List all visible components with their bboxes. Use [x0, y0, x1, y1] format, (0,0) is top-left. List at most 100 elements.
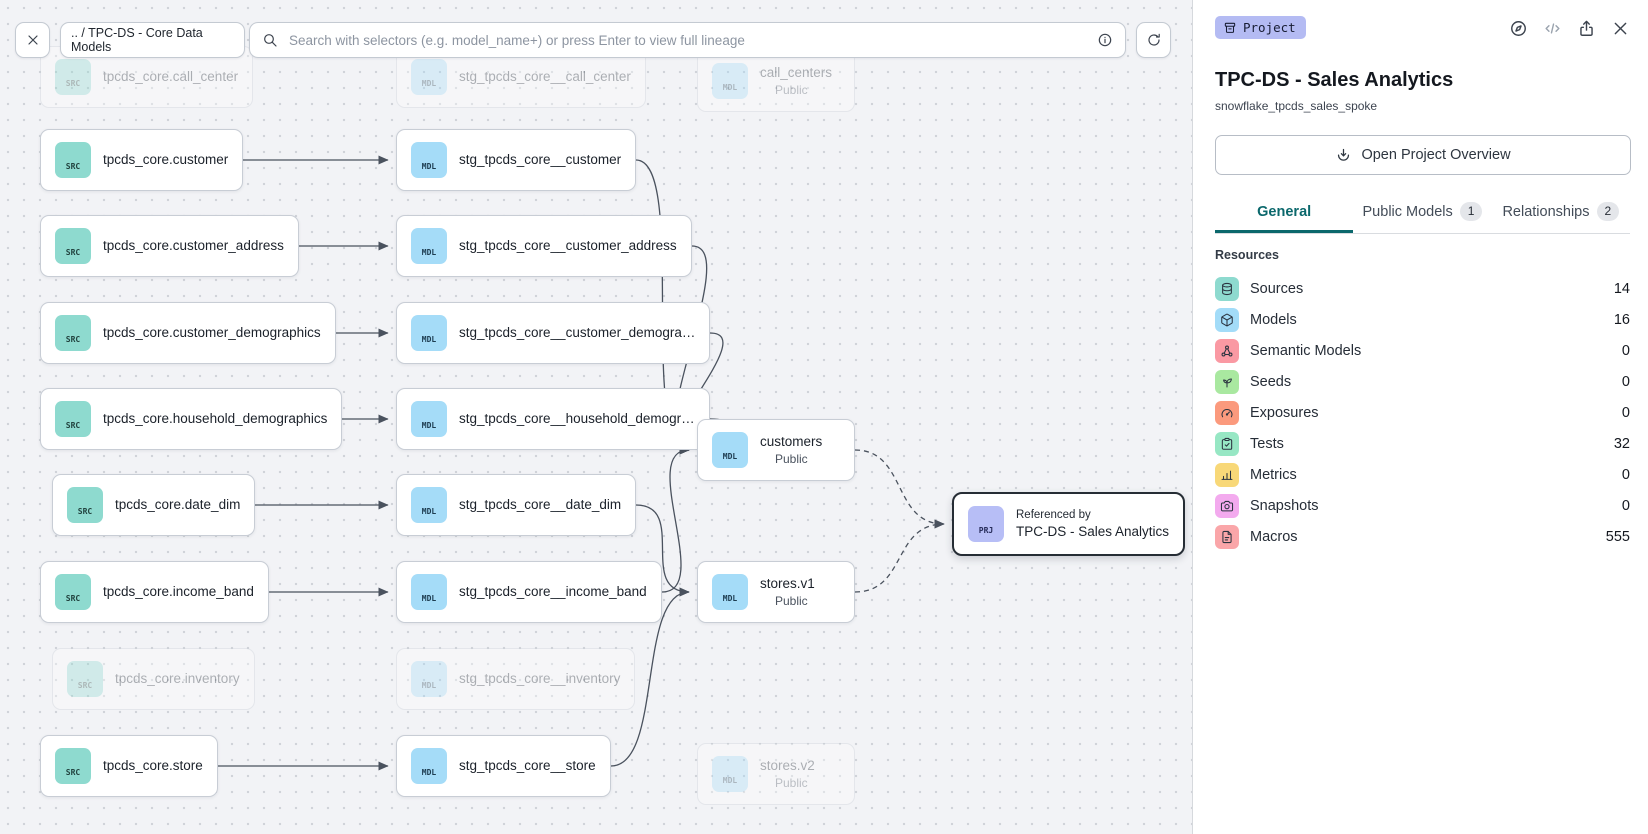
mdl-badge: MDL: [411, 487, 447, 523]
node-access-label: Public: [760, 594, 815, 608]
mdl-badge: MDL: [411, 228, 447, 264]
tab-general[interactable]: General: [1215, 193, 1354, 233]
bar-chart-resource-icon: [1215, 462, 1239, 487]
refresh-lineage-button[interactable]: [1136, 22, 1171, 58]
src-badge: SRC: [55, 748, 91, 784]
cube-icon: [423, 66, 436, 79]
resource-count: 0: [1621, 342, 1630, 359]
clipboard-check-resource-icon: [1215, 431, 1239, 456]
node-label: stg_tpcds_core__customer: [459, 152, 622, 168]
camera-icon: [1220, 500, 1234, 511]
lineage-node-mdl_customer[interactable]: MDL stg_tpcds_core__customer: [396, 129, 637, 191]
mdl-badge: MDL: [411, 315, 447, 351]
share-button[interactable]: [1577, 19, 1596, 38]
node-label: tpcds_core.customer_address: [103, 238, 284, 254]
resource-label: Exposures: [1250, 404, 1319, 421]
mdl-badge: MDL: [712, 63, 748, 99]
node-label: call_centers: [760, 64, 833, 80]
node-label: tpcds_core.store: [103, 758, 203, 774]
close-lineage-button[interactable]: [15, 22, 50, 58]
cube-icon: [1221, 313, 1233, 326]
node-label: tpcds_core.customer_demographics: [103, 325, 321, 341]
mdl-badge: MDL: [712, 432, 748, 468]
file-text-resource-icon: [1215, 524, 1239, 549]
resource-label: Sources: [1250, 280, 1304, 297]
code-button[interactable]: [1543, 19, 1562, 38]
camera-resource-icon: [1215, 493, 1239, 518]
lock-open-icon: [760, 778, 771, 789]
explore-compass-button[interactable]: [1509, 19, 1528, 38]
cube-icon: [724, 70, 737, 83]
breadcrumb[interactable]: .. / TPC-DS - Core Data Models: [60, 22, 245, 58]
refresh-icon: [1147, 33, 1160, 46]
file-text-icon: [1222, 530, 1232, 543]
node-label: tpcds_core.customer: [103, 152, 229, 168]
edge-pub_customers-prj_sales: [854, 449, 945, 529]
lock-open-icon: [760, 85, 771, 96]
node-label: customers: [760, 433, 823, 449]
code-icon: [1545, 23, 1560, 34]
resource-label: Seeds: [1250, 373, 1292, 390]
resource-label: Macros: [1250, 528, 1298, 545]
src-badge: SRC: [55, 142, 91, 178]
database-icon: [67, 66, 80, 79]
lineage-node-src_customer_address[interactable]: SRC tpcds_core.customer_address: [40, 215, 299, 277]
tab-label: Relationships: [1502, 203, 1590, 220]
share-icon: [1580, 20, 1593, 36]
node-label: stg_tpcds_core__call_center: [459, 69, 631, 85]
search-input[interactable]: [287, 31, 1088, 49]
lineage-node-src_store[interactable]: SRC tpcds_core.store: [40, 735, 218, 797]
resource-count: 32: [1613, 435, 1630, 452]
mdl-badge: MDL: [411, 142, 447, 178]
lock-open-icon: [760, 454, 771, 465]
src-badge: SRC: [55, 574, 91, 610]
node-label: stg_tpcds_core__inventory: [459, 671, 621, 687]
node-label: tpcds_core.inventory: [115, 671, 240, 687]
resource-count: 0: [1621, 373, 1630, 390]
project-type-label: Project: [1243, 20, 1296, 35]
database-icon: [67, 322, 80, 335]
semantic-resource-icon: [1215, 338, 1239, 363]
close-panel-button[interactable]: [1611, 19, 1630, 38]
src-badge: SRC: [55, 228, 91, 264]
lineage-node-src_customer[interactable]: SRC tpcds_core.customer: [40, 129, 244, 191]
semantic-icon: [1221, 345, 1233, 356]
mdl-badge: MDL: [411, 748, 447, 784]
info-icon[interactable]: [1097, 32, 1113, 48]
open-overview-label: Open Project Overview: [1361, 147, 1511, 163]
database-icon: [79, 668, 92, 681]
resources-heading: Resources: [1215, 248, 1279, 262]
node-label: stores.v2: [760, 757, 815, 773]
lineage-search[interactable]: [249, 22, 1126, 58]
cube-icon: [724, 763, 737, 776]
resource-label: Tests: [1250, 435, 1284, 452]
open-project-overview-button[interactable]: Open Project Overview: [1215, 135, 1631, 175]
breadcrumb-label: .. / TPC-DS - Core Data Models: [71, 26, 203, 54]
tab-label: Public Models: [1362, 203, 1453, 220]
seed-icon: [1223, 378, 1232, 387]
